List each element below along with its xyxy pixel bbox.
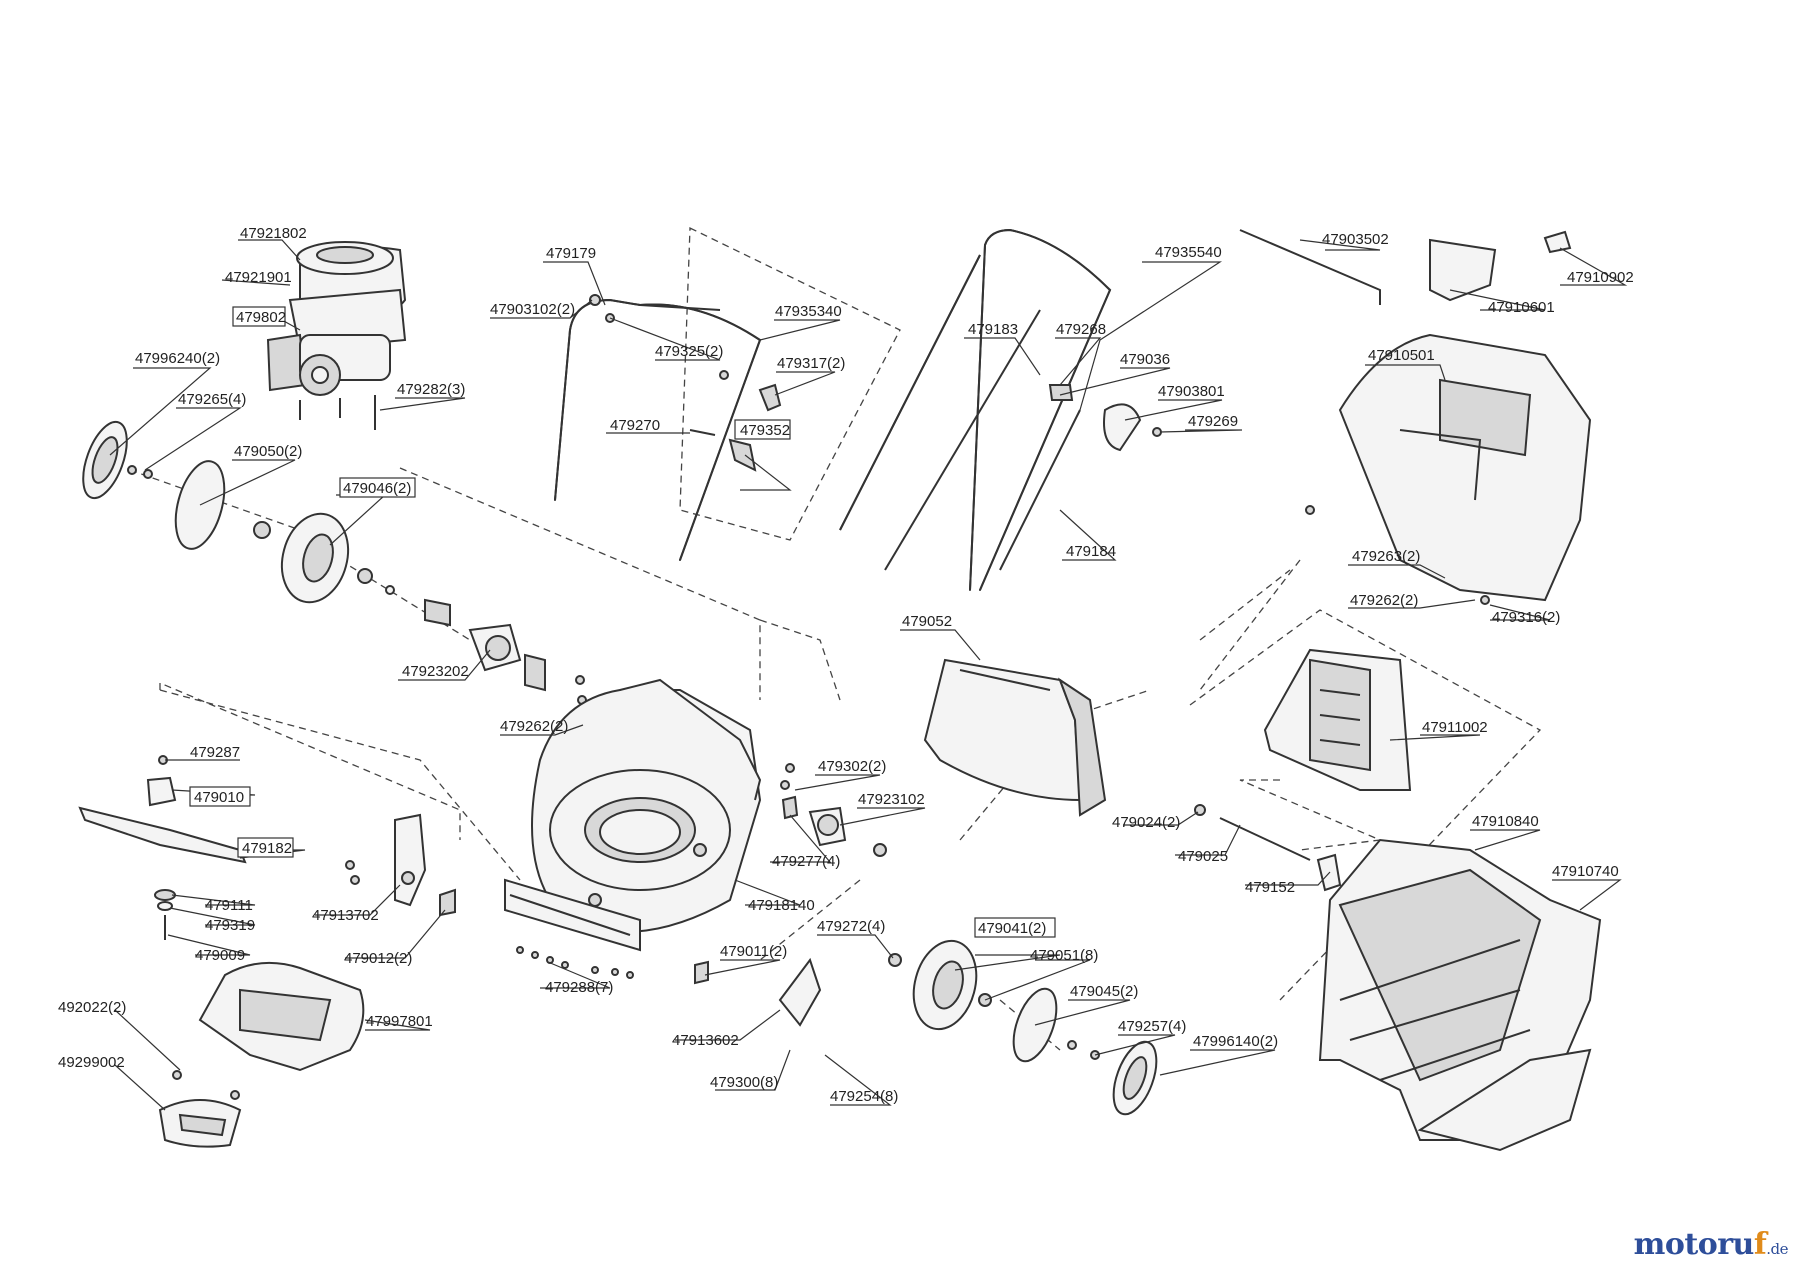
deck-bolts: [516, 946, 634, 979]
front-height-adjuster: [694, 763, 887, 1027]
label-479268: 479268: [1056, 321, 1106, 338]
label-47903801: 47903801: [1158, 383, 1225, 400]
label-47903102: 47903102(2): [490, 301, 575, 318]
engine-assembly: [266, 241, 407, 430]
brand-name: motoru: [1633, 1227, 1755, 1262]
lower-handle-fittings: [589, 294, 782, 472]
label-47910902: 47910902: [1567, 269, 1634, 286]
label-479024: 479024(2): [1112, 814, 1180, 831]
label-47911002: 47911002: [1422, 719, 1488, 736]
brand-tld: .de: [1766, 1240, 1788, 1258]
label-479300: 479300(8): [710, 1074, 778, 1091]
label-49299002: 49299002: [58, 1054, 125, 1071]
label-479041: 479041(2): [978, 920, 1046, 937]
label-479262-bag: 479262(2): [1350, 592, 1418, 609]
label-479316: 479316(2): [1492, 609, 1560, 626]
mower-deck: [504, 678, 762, 952]
grass-catcher-top: [1239, 229, 1592, 605]
label-479010: 479010: [194, 789, 244, 806]
label-479282: 479282(3): [397, 381, 465, 398]
label-479179: 479179: [546, 245, 596, 262]
label-479111: 479111: [205, 897, 253, 914]
grass-level-indicator: [1263, 648, 1412, 791]
brand-logo: motoruf.de: [1633, 1227, 1789, 1262]
label-479025: 479025: [1178, 848, 1228, 865]
upper-handle: [839, 228, 1162, 591]
label-47996240: 47996240(2): [135, 350, 220, 367]
rear-flap: [923, 658, 1107, 817]
label-479052: 479052: [902, 613, 952, 630]
label-479265: 479265(4): [178, 391, 246, 408]
brand-accent: f: [1753, 1227, 1767, 1262]
label-479050: 479050(2): [234, 443, 302, 460]
blade-assembly: [78, 755, 247, 940]
label-47913602: 47913602: [672, 1032, 739, 1049]
label-47910501: 47910501: [1368, 347, 1435, 364]
label-47997801: 47997801: [366, 1013, 433, 1030]
label-47935540: 47935540: [1155, 244, 1222, 261]
label-47921802: 47921802: [240, 225, 307, 242]
label-479036: 479036: [1120, 351, 1170, 368]
label-47910601: 47910601: [1488, 299, 1555, 316]
label-479287: 479287: [190, 744, 240, 761]
grass-catcher-bag: [1318, 838, 1602, 1152]
label-479319: 479319: [205, 917, 255, 934]
label-479352: 479352: [740, 422, 790, 439]
boxed-label-frames: [189, 306, 1056, 938]
label-479254: 479254(8): [830, 1088, 898, 1105]
label-47935340: 47935340: [775, 303, 842, 320]
label-47923202: 47923202: [402, 663, 469, 680]
label-479152: 479152: [1245, 879, 1295, 896]
label-479051: 479051(8): [1030, 947, 1098, 964]
label-479184: 479184: [1066, 543, 1116, 560]
label-479257: 479257(4): [1118, 1018, 1186, 1035]
label-47910740: 47910740: [1552, 863, 1619, 880]
label-47921901: 47921901: [225, 269, 292, 286]
label-47923102: 47923102: [858, 791, 925, 808]
label-479302: 479302(2): [818, 758, 886, 775]
label-479802: 479802: [236, 309, 286, 326]
label-492022: 492022(2): [58, 999, 126, 1016]
carry-handle: [158, 1070, 242, 1148]
part-number-labels: 47921802 47921901 479802 47996240(2) 479…: [58, 225, 1634, 1105]
assembly-dashed-lines: [129, 226, 1542, 1051]
label-479272: 479272(4): [817, 918, 885, 935]
label-479263: 479263(2): [1352, 548, 1420, 565]
label-479269: 479269: [1188, 413, 1238, 430]
label-479277: 479277(4): [772, 853, 840, 870]
label-479046: 479046(2): [343, 480, 411, 497]
label-479012: 479012(2): [344, 950, 412, 967]
label-479182: 479182: [242, 840, 292, 857]
rear-cover: [198, 961, 365, 1072]
label-479325: 479325(2): [655, 343, 723, 360]
label-47903502: 47903502: [1322, 231, 1389, 248]
label-479270: 479270: [610, 417, 660, 434]
label-47996140: 47996140(2): [1193, 1033, 1278, 1050]
label-47918140: 47918140: [748, 897, 815, 914]
label-479011: 479011(2): [720, 943, 787, 960]
label-47913702: 47913702: [312, 907, 379, 924]
label-479183: 479183: [968, 321, 1018, 338]
label-47910840: 47910840: [1472, 813, 1539, 830]
label-479288: 479288(7): [545, 979, 613, 996]
label-479317: 479317(2): [777, 355, 845, 372]
label-479009: 479009: [195, 947, 245, 964]
left-height-adjuster: [345, 813, 456, 917]
label-479262-deck: 479262(2): [500, 718, 568, 735]
label-479045: 479045(2): [1070, 983, 1138, 1000]
